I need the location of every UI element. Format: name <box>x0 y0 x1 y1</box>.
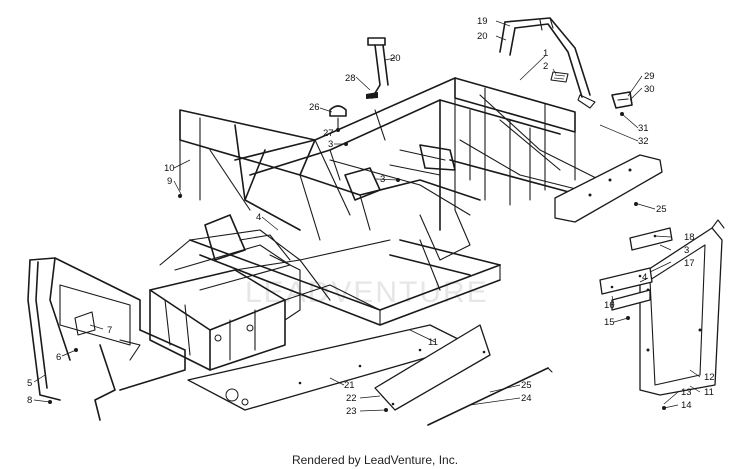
callout-18: 18 <box>684 232 695 243</box>
callout-2: 2 <box>543 61 548 72</box>
callout-31: 31 <box>638 123 649 134</box>
callout-15: 15 <box>604 317 615 328</box>
callout-10: 10 <box>164 163 175 174</box>
callout-20b: 20 <box>390 53 401 64</box>
callout-4b: 4 <box>642 272 647 283</box>
screen-panel <box>550 71 569 83</box>
callout-9: 9 <box>167 176 172 187</box>
callout-16: 16 <box>604 300 615 311</box>
callout-30: 30 <box>644 84 655 95</box>
callout-6: 6 <box>56 352 61 363</box>
floor-panel <box>187 324 471 411</box>
callout-17: 17 <box>684 258 695 269</box>
callout-5: 5 <box>27 378 32 389</box>
callout-22: 22 <box>346 393 357 404</box>
callout-19: 19 <box>477 16 488 27</box>
callout-25b: 25 <box>521 380 532 391</box>
watermark: LEADVENTURE <box>245 276 489 309</box>
footer-credit: Rendered by LeadVenture, Inc. <box>291 453 459 467</box>
callout-12: 12 <box>704 372 715 383</box>
callout-29: 29 <box>644 71 655 82</box>
callout-11a: 11 <box>428 337 438 348</box>
skid-plate-rear <box>554 154 663 223</box>
callout-11b: 11 <box>704 387 714 398</box>
callout-13: 13 <box>681 387 692 398</box>
callout-32: 32 <box>638 136 649 147</box>
callout-14: 14 <box>681 400 692 411</box>
callout-3a: 3 <box>328 139 333 150</box>
front-guard-frame <box>27 257 186 421</box>
side-door-panel <box>639 219 725 396</box>
main-frame <box>149 77 601 371</box>
mount-bracket <box>611 91 633 116</box>
callout-28: 28 <box>345 73 356 84</box>
roll-bar <box>499 17 596 109</box>
rod <box>427 367 553 426</box>
callout-4a: 4 <box>256 212 261 223</box>
callout-25a: 25 <box>656 204 667 215</box>
leaders <box>33 20 701 412</box>
callout-24: 24 <box>521 393 532 404</box>
callout-23: 23 <box>346 406 357 417</box>
callout-21: 21 <box>344 380 355 391</box>
hinge-bracket <box>599 227 673 320</box>
callout-7: 7 <box>107 325 112 336</box>
callout-8: 8 <box>27 395 32 406</box>
callout-3c: 3 <box>684 245 689 256</box>
center-panel <box>374 324 491 411</box>
callout-27: 27 <box>323 128 334 139</box>
callout-20: 20 <box>477 31 488 42</box>
callouts: 19 20 1 2 20 28 26 27 3 3 29 30 31 32 25… <box>27 16 715 417</box>
callout-1: 1 <box>543 48 548 59</box>
callout-3b: 3 <box>380 174 385 185</box>
callout-26: 26 <box>309 102 320 113</box>
brace-bracket <box>366 37 389 99</box>
